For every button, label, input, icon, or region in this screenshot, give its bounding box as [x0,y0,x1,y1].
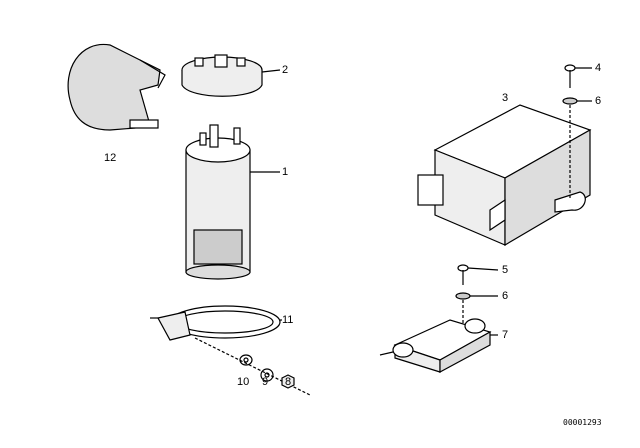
control-unit [417,100,592,247]
washer-10 [239,354,253,366]
part-label-5: 5 [502,264,509,276]
washer-9 [260,368,274,382]
suppressor [379,318,498,374]
part-label-6-upper: 6 [595,95,602,107]
nut-8 [281,374,295,389]
part-label-2: 2 [282,64,289,76]
screw-5 [457,264,499,285]
part-label-8: 8 [285,376,292,388]
ignition-coil-boot [67,43,166,131]
part-label-4: 4 [595,62,602,74]
part-label-1: 1 [282,166,289,178]
coil-cap [181,54,281,97]
washer-6-upper [562,97,592,105]
part-label-7: 7 [502,329,509,341]
diagram-code: 00001293 [563,418,602,427]
part-label-12: 12 [104,152,117,164]
part-label-6-lower: 6 [502,290,509,302]
part-label-9: 9 [262,376,269,388]
ignition-coil [185,124,280,280]
part-label-10: 10 [237,376,250,388]
part-label-3: 3 [502,92,509,104]
screw-4 [564,64,592,88]
part-label-11: 11 [282,314,294,326]
